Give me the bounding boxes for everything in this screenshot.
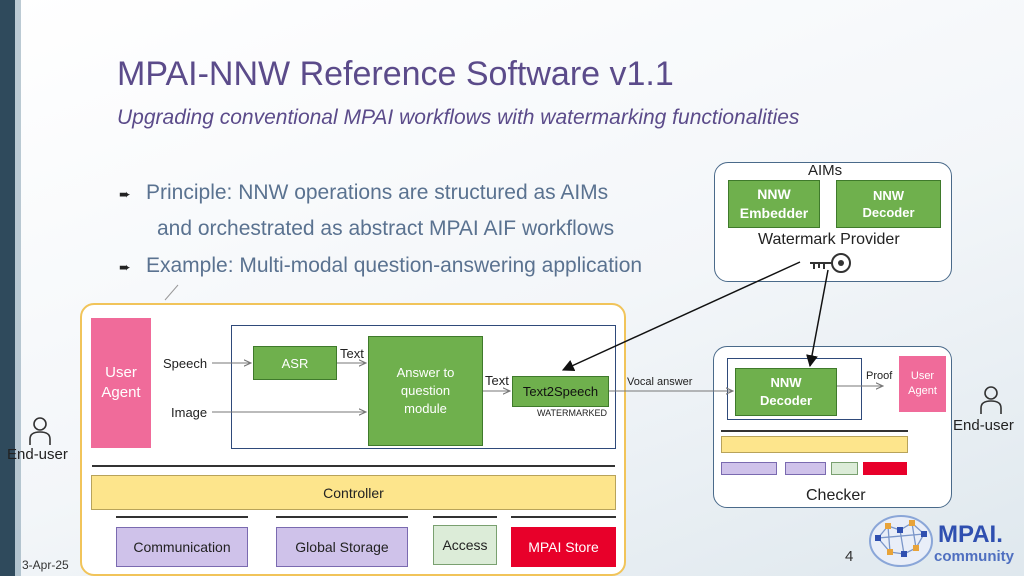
end-user-icon: [29, 417, 51, 445]
answer-module-box: Answer to question module: [368, 336, 483, 446]
bullet-arrow-icon: ➨: [119, 186, 131, 202]
watermark-provider-label: Watermark Provider: [758, 231, 900, 248]
storage-line: [276, 516, 408, 518]
mpai-brain-logo-icon: [869, 515, 933, 567]
watermarked-label: WATERMARKED: [537, 408, 608, 418]
key-icon: [810, 253, 851, 273]
logo-main-text: MPAI.: [938, 521, 1003, 548]
end-user-left-label: End-user: [7, 446, 68, 463]
comm-line: [116, 516, 248, 518]
checker-label: Checker: [806, 487, 866, 504]
text2speech-box: Text2Speech: [512, 376, 609, 407]
asr-box: ASR: [253, 346, 337, 380]
access-box: Access: [433, 525, 497, 565]
nnw-embedder-box: NNW Embedder: [728, 180, 820, 228]
image-label: Image: [171, 405, 208, 420]
footer-date: 3-Apr-25: [22, 558, 69, 572]
speech-label: Speech: [163, 356, 208, 371]
divider-top: [92, 465, 615, 467]
checker-user-agent-box: User Agent: [899, 356, 946, 412]
text-label-b: Text: [485, 373, 509, 388]
checker-nnw-decoder-box: NNW Decoder: [735, 368, 837, 416]
proof-label: Proof: [866, 370, 893, 382]
slide-title: MPAI-NNW Reference Software v1.1: [117, 55, 674, 93]
global-storage-box: Global Storage: [276, 527, 408, 567]
bullet-1-cont: and orchestrated as abstract MPAI AIF wo…: [157, 217, 615, 240]
checker-comm-bar: [721, 462, 777, 475]
end-user-right-label: End-user: [953, 417, 1014, 434]
mpai-store-box: MPAI Store: [511, 527, 616, 567]
vocal-answer-label: Vocal answer: [627, 376, 693, 388]
checker-store-bar: [863, 462, 907, 475]
nnw-decoder-box: NNW Decoder: [836, 180, 941, 228]
left-stripe: [0, 0, 15, 576]
aims-label: AIMs: [808, 162, 843, 179]
checker-controller-bar: [721, 436, 908, 453]
left-stripe-accent: [15, 0, 21, 576]
bullet-2: Example: Multi-modal question-answering …: [146, 254, 643, 277]
logo-sub-text: community: [934, 548, 1015, 565]
communication-box: Communication: [116, 527, 248, 567]
end-user-icon: [980, 386, 1002, 414]
checker-divider: [721, 430, 908, 432]
access-line: [433, 516, 497, 518]
checker-storage-bar: [785, 462, 826, 475]
page-number: 4: [845, 548, 854, 565]
bullet-1: Principle: NNW operations are structured…: [146, 181, 609, 204]
text-label-a: Text: [340, 346, 364, 361]
slide-subtitle: Upgrading conventional MPAI workflows wi…: [117, 106, 800, 129]
checker-access-bar: [831, 462, 858, 475]
store-line: [511, 516, 616, 518]
user-agent-box: User Agent: [91, 318, 151, 448]
bullet-arrow-icon: ➨: [119, 259, 131, 275]
controller-box: Controller: [91, 475, 616, 510]
